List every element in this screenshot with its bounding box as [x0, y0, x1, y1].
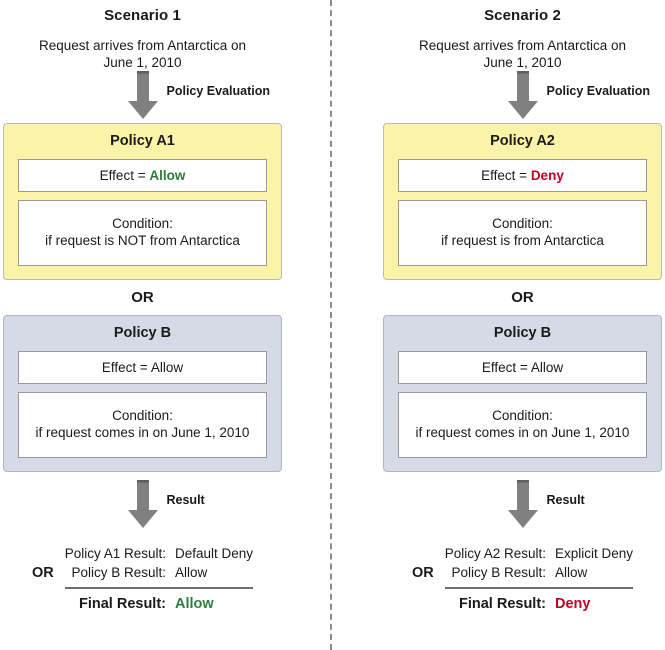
- policy-a-effect-value: Allow: [149, 168, 186, 183]
- result-row-label: Policy A2 Result:: [444, 546, 546, 561]
- results-divider-rule: [444, 587, 634, 589]
- result-arrow-row: Result: [380, 480, 665, 532]
- policy-b-effect: Effect = Allow: [398, 351, 647, 384]
- policy-a-condition: Condition: if request is NOT from Antarc…: [18, 200, 267, 266]
- result-row-value: Allow: [175, 565, 208, 580]
- policy-b-name: Policy B: [493, 325, 552, 341]
- policy-b-card: Policy B Effect = Allow Condition: if re…: [383, 315, 662, 472]
- policy-b-effect-value: Allow: [530, 360, 564, 375]
- results-divider-rule: [64, 587, 254, 589]
- result-row-value: Allow: [555, 565, 588, 580]
- result-row-value: Explicit Deny: [555, 546, 634, 561]
- results-table: Policy A2 Result: Explicit Deny OR Polic…: [380, 545, 665, 612]
- policy-evaluation-arrow-row: Policy Evaluation: [380, 71, 665, 123]
- policy-b-effect-prefix: Effect =: [101, 360, 151, 375]
- result-row-label: Policy B Result:: [451, 565, 546, 580]
- policy-a-effect: Effect = Allow: [18, 159, 267, 192]
- policy-evaluation-arrow-row: Policy Evaluation: [0, 71, 285, 123]
- request-description: Request arrives from Antarctica on June …: [38, 38, 247, 70]
- final-result-value: Deny: [555, 596, 591, 612]
- policy-a-card: Policy A2 Effect = Deny Condition: if re…: [383, 123, 662, 280]
- policy-a-effect-prefix: Effect =: [481, 168, 531, 183]
- policy-a-effect: Effect = Deny: [398, 159, 647, 192]
- policy-a-effect-prefix: Effect =: [99, 168, 150, 183]
- policy-b-name: Policy B: [113, 325, 172, 341]
- request-description: Request arrives from Antarctica on June …: [418, 38, 627, 70]
- policy-a-effect-value: Deny: [530, 168, 564, 183]
- policy-a-name: Policy A2: [490, 133, 555, 149]
- policy-b-card: Policy B Effect = Allow Condition: if re…: [3, 315, 282, 472]
- final-result-value: Allow: [175, 596, 214, 612]
- policy-b-effect-prefix: Effect =: [481, 360, 531, 375]
- result-label: Result: [546, 493, 585, 507]
- down-arrow-icon: [507, 480, 538, 528]
- final-result-label: Final Result:: [78, 596, 166, 612]
- scenario-1-column: Scenario 1 Request arrives from Antarcti…: [0, 0, 285, 650]
- result-label: Result: [166, 493, 205, 507]
- result-row-label: Policy B Result:: [71, 565, 166, 580]
- policy-or-separator: OR: [511, 289, 534, 306]
- result-row-label: Policy A1 Result:: [64, 546, 166, 561]
- down-arrow-icon: [507, 71, 538, 119]
- scenario-title: Scenario 1: [104, 7, 181, 24]
- results-or-label: OR: [411, 564, 434, 581]
- policy-a-condition: Condition: if request is from Antarctica: [398, 200, 647, 266]
- policy-evaluation-label: Policy Evaluation: [166, 84, 271, 98]
- policy-b-condition: Condition: if request comes in on June 1…: [398, 392, 647, 458]
- results-or-label: OR: [31, 564, 54, 581]
- scenario-2-column: Scenario 2 Request arrives from Antarcti…: [380, 0, 665, 650]
- result-row-value: Default Deny: [175, 546, 254, 561]
- results-table: Policy A1 Result: Default Deny OR Policy…: [0, 545, 285, 612]
- policy-a-card: Policy A1 Effect = Allow Condition: if r…: [3, 123, 282, 280]
- policy-or-separator: OR: [131, 289, 154, 306]
- final-result-label: Final Result:: [458, 596, 546, 612]
- policy-a-name: Policy A1: [110, 133, 175, 149]
- policy-b-condition: Condition: if request comes in on June 1…: [18, 392, 267, 458]
- policy-b-effect-value: Allow: [150, 360, 184, 375]
- policy-b-effect: Effect = Allow: [18, 351, 267, 384]
- scenario-title: Scenario 2: [484, 7, 561, 24]
- down-arrow-icon: [127, 480, 158, 528]
- policy-evaluation-label: Policy Evaluation: [546, 84, 651, 98]
- result-arrow-row: Result: [0, 480, 285, 532]
- scenario-divider: [330, 0, 332, 650]
- down-arrow-icon: [127, 71, 158, 119]
